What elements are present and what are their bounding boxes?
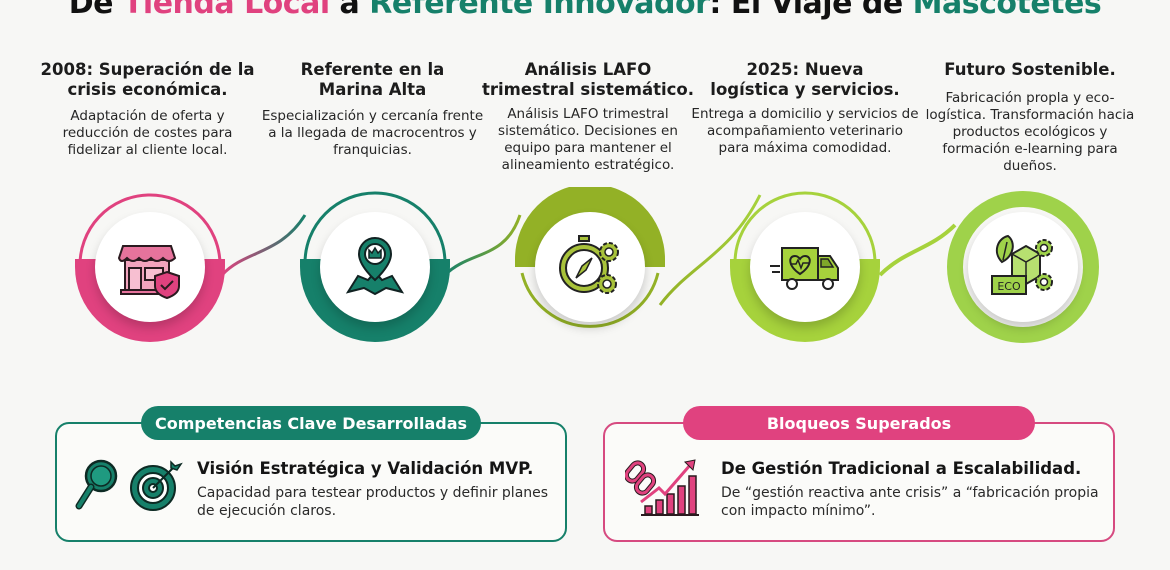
broken-chain-growth-chart-icon xyxy=(625,459,699,516)
step-icon-holder xyxy=(320,212,430,322)
store-shield-icon xyxy=(117,245,180,300)
step-icon-holder xyxy=(95,212,205,322)
competencias-label: Competencias Clave Desarrolladas xyxy=(141,406,481,440)
step-description: Especialización y cercanía frente a la l… xyxy=(261,108,484,158)
step-2-text: Referente en la Marina Alta Especializac… xyxy=(260,60,485,159)
bloqueos-body: De “gestión reactiva ante crisis” a “fab… xyxy=(721,485,1099,519)
step-2-node xyxy=(295,187,455,347)
step-4-node xyxy=(725,187,885,347)
step-5-text: Futuro Sostenible. Fabricación propla y … xyxy=(920,60,1140,175)
step-ring xyxy=(947,191,1099,343)
bloqueos-icons xyxy=(625,454,705,518)
step-description: Entrega a domicilio y servicios de acomp… xyxy=(691,106,919,156)
step-3-text: Análisis LAFO trimestral sistemático. An… xyxy=(478,60,698,174)
competencias-heading: Visión Estratégica y Validación MVP. xyxy=(197,459,534,478)
title-highlight-pink: Tienda Local xyxy=(122,0,330,21)
title-part: : El Viaje de xyxy=(709,0,913,21)
eco-box-leaf-gears-icon: ECO xyxy=(991,234,1053,295)
stopwatch-compass-gears-icon xyxy=(559,235,619,294)
step-4-text: 2025: Nueva logística y servicios. Entre… xyxy=(690,60,920,157)
title-highlight-green: Referente Innovador xyxy=(369,0,710,21)
step-description: Análisis LAFO trimestral sistemático. De… xyxy=(498,106,678,173)
target-arrow-icon xyxy=(130,460,183,511)
step-heading: Análisis LAFO trimestral sistemático. xyxy=(481,60,695,99)
svg-text:ECO: ECO xyxy=(997,280,1021,293)
step-1-text: 2008: Superación de la crisis económica.… xyxy=(40,60,255,159)
map-pin-crown-icon xyxy=(345,236,405,296)
step-heading: 2008: Superación de la crisis económica. xyxy=(40,60,255,99)
step-heading: Referente en la Marina Alta xyxy=(300,60,445,99)
step-icon-holder xyxy=(750,212,860,322)
step-icon-holder xyxy=(535,212,645,322)
page-title: De Tienda Local a Referente Innovador: E… xyxy=(0,0,1170,21)
title-part: a xyxy=(329,0,370,21)
competencias-body: Capacidad para testear productos y defin… xyxy=(197,485,549,519)
competencias-content: Visión Estratégica y Validación MVP. Cap… xyxy=(197,458,557,520)
bloqueos-panel: Bloqueos Superados De Gestión Tradiciona… xyxy=(603,406,1115,542)
step-icon-holder: ECO xyxy=(968,212,1078,322)
competencias-icons xyxy=(75,458,183,514)
step-5-node: ECO xyxy=(943,187,1103,347)
bloqueos-label: Bloqueos Superados xyxy=(683,406,1035,440)
step-heading: 2025: Nueva logística y servicios. xyxy=(710,60,900,99)
magnifier-icon xyxy=(75,459,118,510)
title-part: De xyxy=(68,0,123,21)
bloqueos-content: De Gestión Tradicional a Escalabilidad. … xyxy=(721,458,1111,520)
step-3-node xyxy=(510,187,670,347)
competencias-panel: Competencias Clave Desarrolladas Visión … xyxy=(55,406,567,542)
timeline-connectors xyxy=(220,194,957,306)
step-1-node xyxy=(70,187,230,347)
delivery-truck-heart-icon xyxy=(770,247,839,290)
timeline: ECO xyxy=(0,175,1170,375)
step-description: Adaptación de oferta y reducción de cost… xyxy=(62,108,233,158)
step-heading: Futuro Sostenible. xyxy=(944,60,1116,79)
step-description: Fabricación propla y eco-logística. Tran… xyxy=(925,90,1135,174)
title-highlight-green: Mascotetes xyxy=(912,0,1102,21)
bloqueos-heading: De Gestión Tradicional a Escalabilidad. xyxy=(721,459,1082,478)
